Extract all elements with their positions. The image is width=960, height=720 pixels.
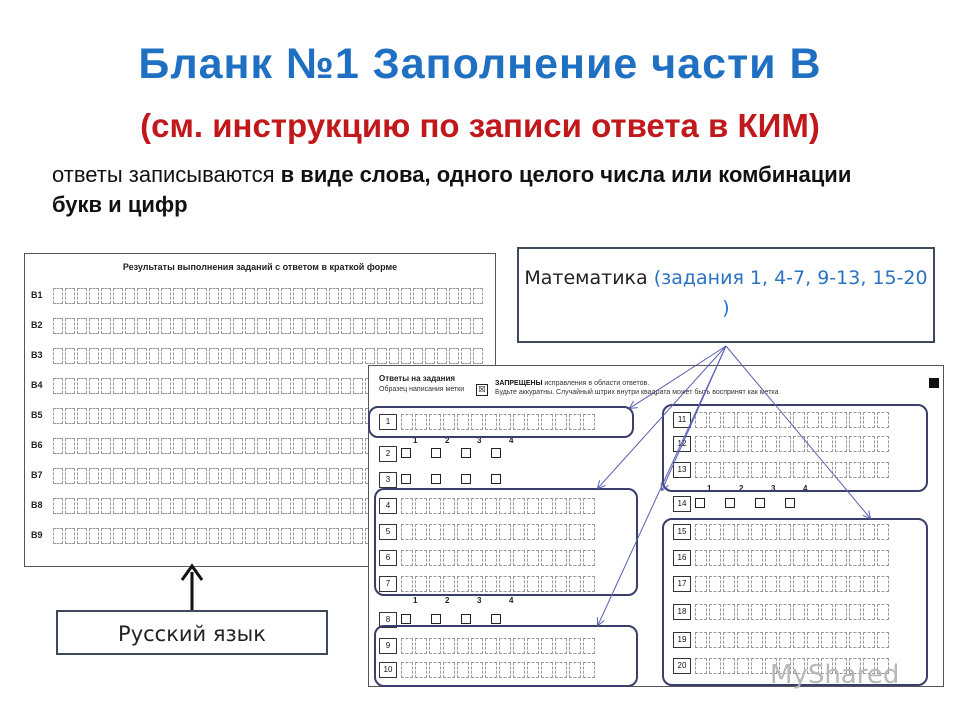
row-label: B3 (31, 350, 43, 360)
row-label: B8 (31, 500, 43, 510)
row-label: B9 (31, 530, 43, 540)
option-number: 4 (803, 484, 808, 493)
row-label: B6 (31, 440, 43, 450)
option-number: 2 (739, 484, 744, 493)
row-label: B2 (31, 320, 43, 330)
forbidden-bold: ЗАПРЕЩЕНЫ (495, 380, 543, 387)
arrow-to-tasks-15-20 (725, 345, 870, 518)
forbidden-notice: ЗАПРЕЩЕНЫ исправления в области ответов.… (495, 379, 779, 397)
math-sheet-sample: Образец написания метки (379, 386, 465, 393)
task-number: 19 (673, 632, 691, 648)
forbidden-rest: исправления в области ответов. (542, 380, 650, 387)
option-boxes (401, 614, 521, 624)
math-callout-label: Математика (524, 267, 654, 289)
page-title: Бланк №1 Заполнение части В (138, 40, 822, 88)
task-number: 7 (379, 576, 397, 592)
answer-cells (695, 524, 891, 540)
task-number: 13 (673, 462, 691, 478)
task-number: 17 (673, 576, 691, 592)
option-boxes (401, 474, 521, 484)
description: ответы записываются в виде слова, одного… (52, 160, 872, 220)
answer-cells (695, 576, 891, 592)
answer-cells (53, 348, 485, 364)
option-number: 1 (413, 436, 418, 445)
description-prefix: ответы записываются (52, 162, 281, 187)
option-number: 1 (413, 596, 418, 605)
option-number: 3 (477, 596, 482, 605)
answer-cells (401, 550, 597, 566)
math-callout: Математика (задания 1, 4-7, 9-13, 15-20 … (517, 247, 935, 343)
group-frame-task-1 (368, 406, 634, 438)
option-boxes (695, 498, 815, 508)
task-number: 15 (673, 524, 691, 540)
task-number: 18 (673, 604, 691, 620)
math-answer-sheet: Ответы на задания Образец написания метк… (368, 365, 944, 687)
task-number: 14 (673, 496, 691, 512)
page-subtitle: (см. инструкцию по записи ответа в КИМ) (140, 107, 820, 144)
option-boxes (401, 448, 521, 458)
task-number: 5 (379, 524, 397, 540)
answer-cells (695, 462, 891, 478)
option-numbers: 1 2 3 4 (707, 484, 835, 493)
answer-cells (401, 638, 597, 654)
answer-cells (401, 524, 597, 540)
task-number: 2 (379, 446, 397, 462)
row-label: B4 (31, 380, 43, 390)
watermark: MyShared (770, 660, 900, 690)
math-sheet-header: Ответы на задания (379, 374, 456, 383)
option-numbers: 1 2 3 4 (413, 436, 541, 445)
task-number: 20 (673, 658, 691, 674)
sample-mark-icon: ☒ (476, 384, 488, 396)
russian-sheet-header: Результаты выполнения заданий с ответом … (122, 262, 398, 272)
task-number: 3 (379, 472, 397, 488)
group-frame-tasks-4-7 (374, 488, 638, 596)
row-label: B5 (31, 410, 43, 420)
task-number: 10 (379, 662, 397, 678)
group-frame-tasks-15-20 (662, 518, 928, 686)
task-number: 12 (673, 436, 691, 452)
task-number: 9 (379, 638, 397, 654)
row-label: B1 (31, 290, 43, 300)
task-number: 11 (673, 412, 691, 428)
option-number: 2 (445, 596, 450, 605)
group-frame-tasks-9-10 (374, 625, 638, 687)
option-number: 4 (509, 596, 514, 605)
task-number: 16 (673, 550, 691, 566)
russian-callout: Русский язык (56, 610, 328, 655)
answer-cells (695, 604, 891, 620)
answer-cells (695, 412, 891, 428)
task-number: 6 (379, 550, 397, 566)
arrow-to-tasks-4-7 (598, 345, 727, 488)
task-number: 1 (379, 414, 397, 430)
answer-cells (401, 498, 597, 514)
answer-cells (695, 436, 891, 452)
row-label: B7 (31, 470, 43, 480)
task-number: 8 (379, 612, 397, 628)
option-number: 4 (509, 436, 514, 445)
answer-cells (401, 662, 597, 678)
math-callout-tasks: (задания 1, 4-7, 9-13, 15-20 ) (653, 267, 928, 319)
arrow-russian-head (180, 563, 204, 581)
option-number: 3 (477, 436, 482, 445)
answer-cells (53, 318, 485, 334)
description-emphasis: в виде слова, одного целого числа или ко… (52, 162, 852, 217)
forbidden-line2: Будьте аккуратны. Случайный штрих внутри… (495, 389, 779, 396)
option-number: 1 (707, 484, 712, 493)
answer-cells (401, 576, 597, 592)
answer-cells (695, 658, 891, 674)
task-number: 4 (379, 498, 397, 514)
option-number: 2 (445, 436, 450, 445)
corner-marker-icon (929, 378, 939, 388)
arrow-to-tasks-11-13 (662, 345, 727, 490)
option-numbers: 1 2 3 4 (413, 596, 541, 605)
option-number: 3 (771, 484, 776, 493)
answer-cells (53, 288, 485, 304)
answer-cells (401, 414, 597, 430)
answer-cells (695, 550, 891, 566)
group-frame-tasks-11-13 (662, 404, 928, 492)
arrow-to-task-1 (630, 345, 727, 408)
answer-cells (695, 632, 891, 648)
